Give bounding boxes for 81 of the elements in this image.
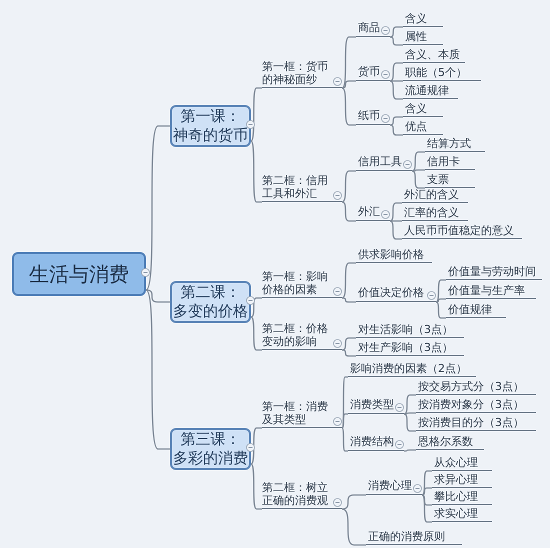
- lesson-title: 第三课：: [180, 430, 240, 449]
- lesson-title: 神奇的货币: [173, 126, 248, 145]
- topic-label: 外汇的含义: [402, 187, 468, 203]
- branch-line: [250, 87, 262, 142]
- branch-line: [404, 412, 416, 415]
- lesson-title: 第二课：: [180, 283, 240, 302]
- branch-line: [341, 376, 348, 428]
- branch-line: [342, 494, 366, 510]
- topic-label: 按交易方式分（3点）: [416, 379, 536, 395]
- topic-label: 含义: [403, 11, 443, 27]
- branch-line: [250, 316, 262, 351]
- branch-line: [422, 494, 432, 506]
- branch-line: [404, 413, 416, 432]
- branch-line: [145, 125, 170, 290]
- topic-label: 含义、本质: [403, 47, 465, 63]
- topic-label: 恩格尔系数: [416, 434, 484, 450]
- topic-label: 对生活影响（3点）: [356, 322, 464, 338]
- branch-line: [250, 463, 262, 510]
- topic-label: 价值规律: [446, 302, 506, 318]
- branch-line: [342, 80, 356, 89]
- topic-label: 流通规律: [403, 83, 458, 99]
- branch-line: [390, 220, 402, 222]
- topic-label: 支票: [425, 172, 475, 188]
- branch-line: [390, 80, 403, 100]
- branch-line: [412, 170, 425, 189]
- branch-line: [390, 26, 403, 38]
- lesson-box: [170, 428, 251, 470]
- topic-label: 优点: [403, 119, 443, 135]
- topic-label: 含义: [403, 101, 443, 117]
- lesson-title: 多彩的消费: [173, 449, 248, 468]
- topic-label: 信用卡: [425, 154, 475, 170]
- branch-line: [342, 413, 348, 428]
- branch-line: [342, 337, 356, 351]
- branch-line: [422, 487, 432, 496]
- topic-label: 影响消费的因素（2点）: [348, 361, 476, 377]
- branch-line: [436, 298, 446, 303]
- branch-line: [250, 140, 262, 203]
- branch-line: [342, 508, 366, 546]
- branch-line: [390, 116, 403, 126]
- central-topic-text: 生活与消费: [29, 261, 129, 288]
- branch-line: [390, 36, 403, 46]
- topic-label: 汇率的含义: [402, 205, 468, 221]
- branch-line: [422, 494, 432, 523]
- branch-line: [342, 349, 356, 357]
- topic-label: 价值量与生产率: [446, 283, 536, 299]
- lesson-title: 第一课：: [180, 107, 240, 126]
- branch-line: [146, 290, 170, 450]
- branch-line: [436, 301, 446, 319]
- branch-line: [146, 289, 170, 303]
- topic-label: 价值量与劳动时间: [446, 264, 542, 280]
- lesson-title: 多变的价格: [173, 302, 248, 321]
- lesson-box: [170, 105, 251, 147]
- branch-line: [404, 449, 416, 452]
- branch-line: [390, 124, 403, 136]
- topic-label: 从众心理: [432, 455, 492, 471]
- branch-line: [342, 297, 356, 303]
- topic-label: 按消费对象分（3点）: [416, 397, 536, 413]
- topic-label: 属性: [403, 29, 443, 45]
- branch-line: [390, 202, 402, 222]
- branch-line: [390, 220, 402, 240]
- branch-line: [412, 151, 425, 172]
- branch-line: [341, 428, 348, 452]
- topic-label: 人民币币值稳定的意义: [402, 223, 522, 239]
- branch-line: [436, 279, 446, 303]
- branch-line: [390, 80, 403, 82]
- topic-label: 按消费目的分（3点）: [416, 415, 536, 431]
- central-topic-box: [12, 252, 146, 296]
- branch-line: [412, 169, 425, 172]
- topic-label: 求异心理: [432, 472, 492, 488]
- topic-label: 求实心理: [432, 506, 492, 522]
- branch-line: [422, 470, 432, 496]
- branch-line: [390, 62, 403, 82]
- topic-label: 供求影响价格: [356, 247, 432, 263]
- branch-line: [404, 394, 416, 415]
- topic-label: 职能（5个）: [403, 65, 481, 81]
- branch-line: [250, 297, 262, 318]
- topic-label: 对生产影响（3点）: [356, 340, 464, 356]
- topic-label: 结算方式: [425, 136, 485, 152]
- lesson-box: [170, 281, 251, 323]
- topic-label: 正确的消费原则: [366, 529, 462, 545]
- topic-label: 攀比心理: [432, 489, 492, 505]
